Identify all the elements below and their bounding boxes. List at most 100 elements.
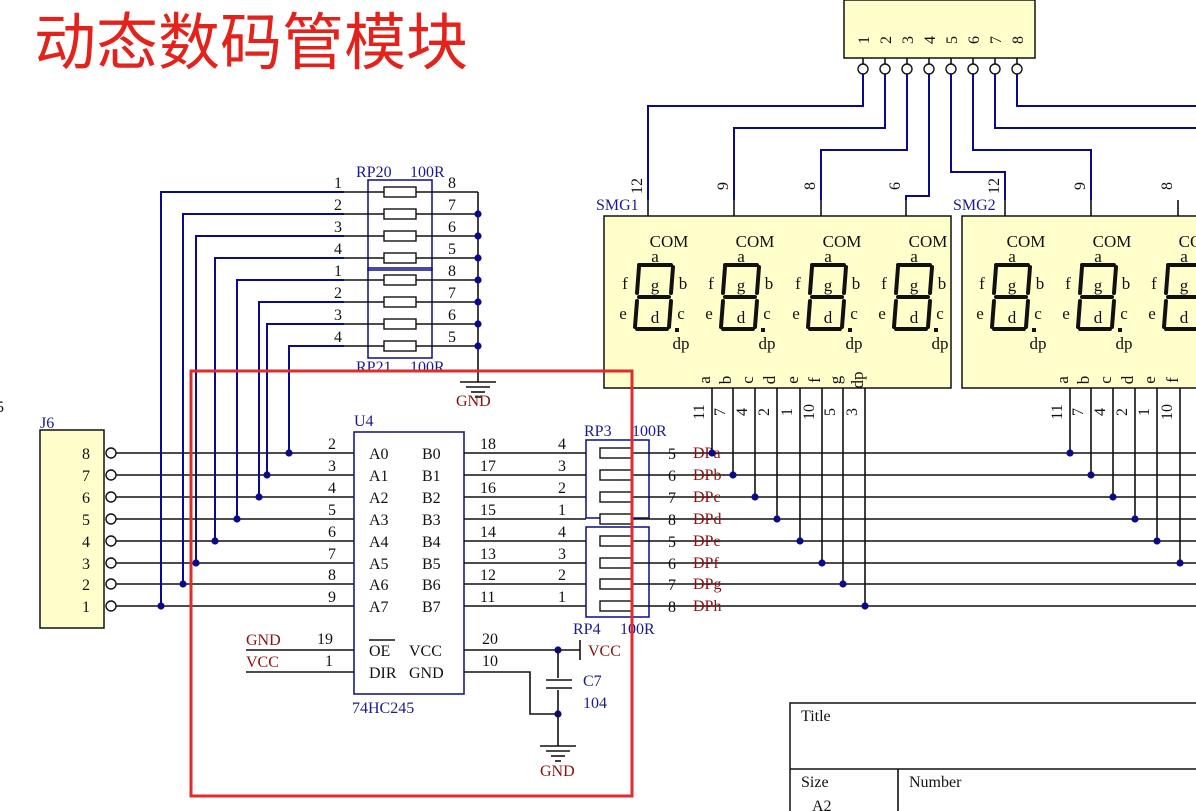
tap-junction xyxy=(192,559,200,567)
smg1-segment-pin-number: 2 xyxy=(756,408,773,416)
segment-stroke xyxy=(842,265,848,295)
segment-stroke xyxy=(635,265,641,295)
j6-pin-number: 7 xyxy=(82,468,90,485)
rp34-left-pin-number: 2 xyxy=(558,480,566,497)
rp34-left-pin-number: 3 xyxy=(558,458,566,475)
tap-junction xyxy=(285,449,293,457)
u4-designator: U4 xyxy=(354,413,374,430)
u4-a-pin-number: 8 xyxy=(328,567,336,584)
smg1-com-pin-number: 6 xyxy=(887,182,904,190)
rp21-frame xyxy=(367,267,433,359)
rp21-designator: RP21 xyxy=(356,359,392,376)
tap-junction xyxy=(211,537,219,545)
dp-net-label: DPa xyxy=(693,445,721,462)
u4-gnd-pin-number: 10 xyxy=(482,653,498,670)
rp34-right-pin-number: 5 xyxy=(668,534,676,551)
segment-letter: f xyxy=(881,274,887,293)
rp20-pin-number: 2 xyxy=(334,197,342,214)
u4-a-pin-number: 2 xyxy=(328,436,336,453)
rp21-pin-number: 5 xyxy=(448,329,456,346)
segment-letter: d xyxy=(651,308,660,327)
rp34-left-pin-number: 2 xyxy=(558,567,566,584)
u4-a-pin-name: A6 xyxy=(369,577,389,594)
com-wire xyxy=(733,74,886,200)
smg2-com-pin-number: 8 xyxy=(1159,182,1176,190)
rp21-pin-number: 4 xyxy=(334,329,342,346)
top-connector-body xyxy=(843,0,1036,59)
u4-b-pin-number: 16 xyxy=(480,480,496,497)
j6-pin-terminal xyxy=(105,447,117,459)
dp-net-label: DPd xyxy=(693,511,721,528)
com-wire xyxy=(820,74,908,200)
segment-stroke xyxy=(755,265,761,295)
dp-net-label: DPg xyxy=(693,576,721,593)
smg1-segment-pin-letter: c xyxy=(738,376,757,384)
segment-letter: e xyxy=(976,304,984,323)
segment-letter: d xyxy=(910,308,919,327)
u4-a-pin-number: 6 xyxy=(328,524,336,541)
com-wire xyxy=(905,74,930,200)
com-label: COM xyxy=(1093,232,1132,251)
gnd-label-c7: GND xyxy=(540,763,575,780)
u4-a-pin-number: 5 xyxy=(328,502,336,519)
rp34-resistor xyxy=(599,491,633,503)
segment-letter: g xyxy=(824,276,833,295)
u4-b-pin-name: B3 xyxy=(422,512,441,529)
segment-letter: g xyxy=(651,276,660,295)
segment-junction xyxy=(839,580,847,588)
top-connector-pin-terminal xyxy=(945,63,957,75)
segment-letter: b xyxy=(765,274,774,293)
u4-b-pin-name: B5 xyxy=(422,556,441,573)
segment-junction xyxy=(1066,449,1074,457)
rp34-resistor xyxy=(599,578,633,590)
rp20-resistor xyxy=(383,208,417,220)
smg1-segment-pin-number: 11 xyxy=(691,404,708,419)
rp-tap-wire xyxy=(258,301,344,497)
page-title: 动态数码管模块 xyxy=(34,6,468,79)
j6-pin-terminal xyxy=(105,535,117,547)
smg2-segment-pin-number: 1 xyxy=(1136,408,1153,416)
com-label: COM xyxy=(823,232,862,251)
segment-letter: e xyxy=(792,304,800,323)
rail-junction xyxy=(474,342,482,350)
rp20-resistor xyxy=(383,252,417,264)
segment-letter: a xyxy=(910,247,918,266)
top-connector-pin-terminal xyxy=(967,63,979,75)
segment-stroke xyxy=(894,265,900,295)
segment-letter: d xyxy=(1180,308,1189,327)
u4-a-pin-name: A2 xyxy=(369,490,389,507)
title-block-size-value: A2 xyxy=(812,798,832,811)
rail-junction xyxy=(474,254,482,262)
tap-junction xyxy=(233,515,241,523)
smg1-segment-pin-letter: d xyxy=(760,375,779,384)
segment-letter: e xyxy=(878,304,886,323)
j6-pin-terminal xyxy=(105,513,117,525)
u4-b-pin-name: B6 xyxy=(422,577,441,594)
com-wire xyxy=(1016,74,1196,107)
segment-letter: c xyxy=(1120,304,1128,323)
rp-tap-wire xyxy=(236,279,344,519)
smg1-com-pin-number: 8 xyxy=(802,182,819,190)
rp21-pin-number: 2 xyxy=(334,285,342,302)
smg1-segment-pin-letter: f xyxy=(805,377,824,383)
rp34-left-pin-number: 3 xyxy=(558,546,566,563)
u4-a-pin-number: 7 xyxy=(328,546,336,563)
top-connector-pin-terminal xyxy=(857,63,869,75)
u4-dir-pin-name: DIR xyxy=(369,665,397,682)
rp34-resistor xyxy=(599,513,633,525)
oe-net-label: GND xyxy=(246,632,281,649)
segment-letter: d xyxy=(737,308,746,327)
rp-tap-wire xyxy=(288,345,344,453)
top-connector-pin-number: 5 xyxy=(944,36,961,44)
title-block-number-label: Number xyxy=(909,774,962,791)
rp34-left-pin-number: 1 xyxy=(558,589,566,606)
com-label: COM xyxy=(909,232,948,251)
segment-letter: c xyxy=(1034,304,1042,323)
decimal-point xyxy=(934,328,938,332)
smg2-segment-pin-number: 7 xyxy=(1070,408,1087,416)
rail-junction xyxy=(474,232,482,240)
segment-letter: d xyxy=(1094,308,1103,327)
j6-pin-terminal xyxy=(105,469,117,481)
u4-a-pin-number: 9 xyxy=(328,589,336,606)
